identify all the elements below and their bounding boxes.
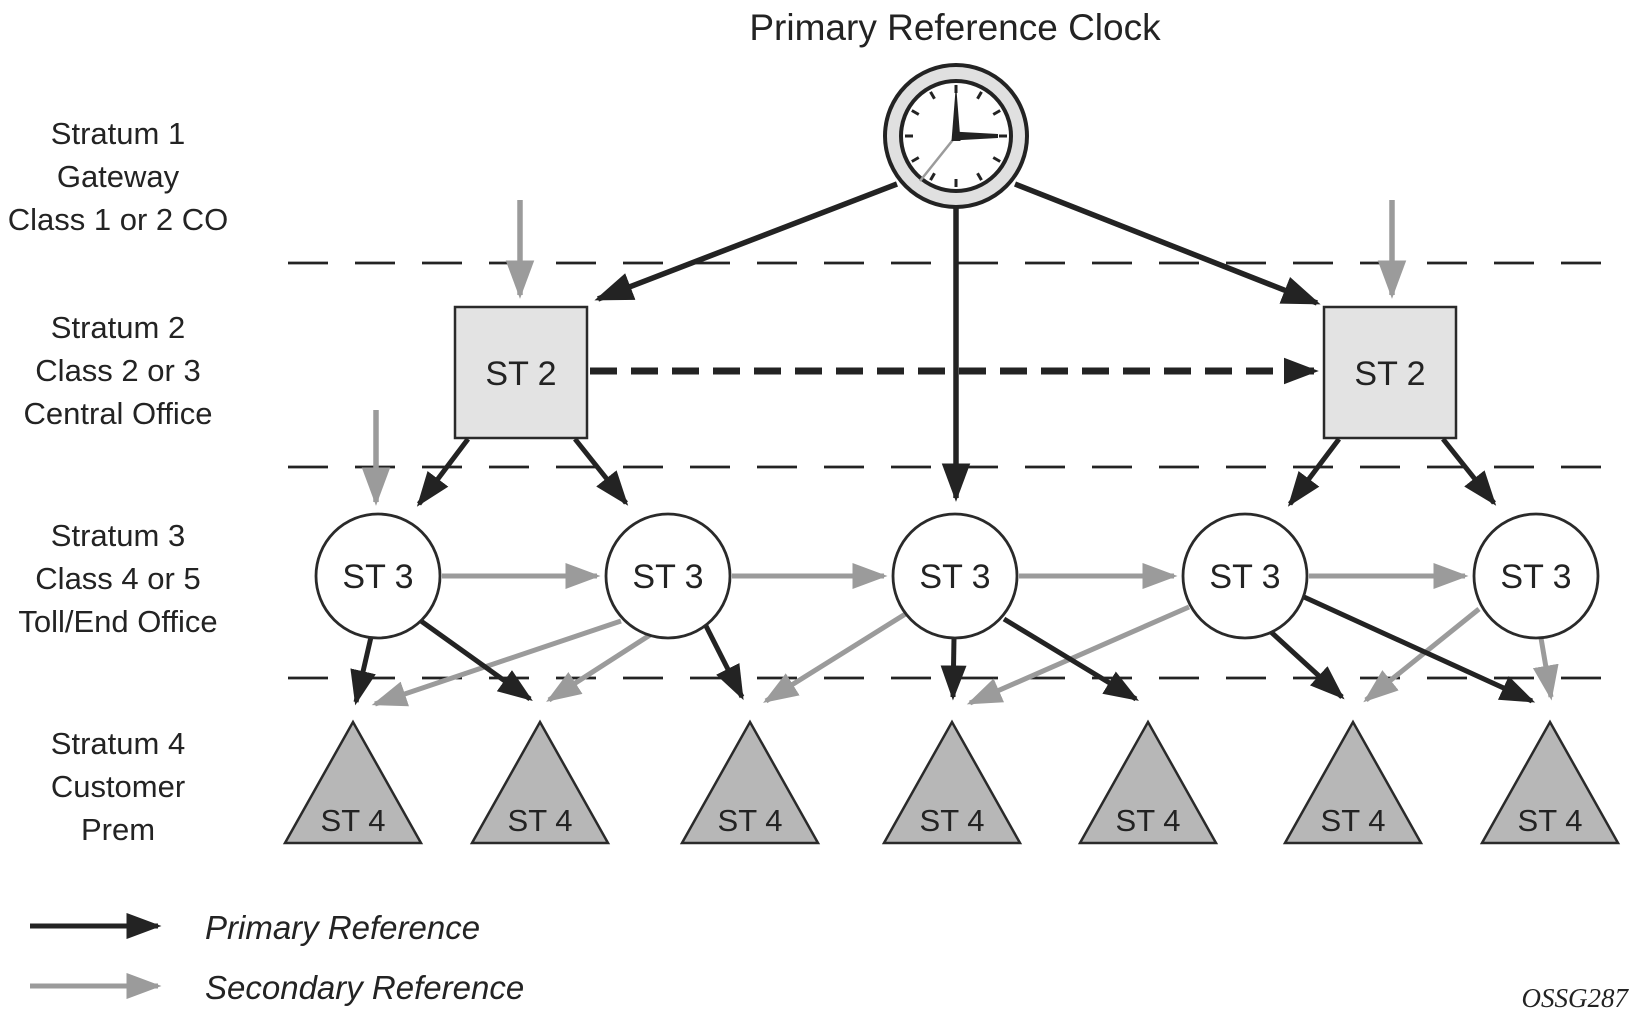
legend-secondary-label: Secondary Reference [205,969,524,1006]
legend: Primary Reference Secondary Reference [30,909,524,1006]
primary-arrow-st2L-to-st3-1 [416,437,470,507]
clock-second-hand [919,135,957,182]
stratum-2-line-2: Class 2 or 3 [35,353,200,388]
secondary-arrow-st3-3-to-st4-3 [763,610,909,704]
stratum-4-line-1: Stratum 4 [51,726,185,761]
clock-minute-hand [951,84,961,141]
st4-4-label: ST 4 [920,803,985,838]
stratum-1-line-3: Class 1 or 2 CO [8,202,229,237]
primary-arrow-st2R-to-st3-5 [1441,437,1497,506]
st3-node-1: ST 3 [314,512,442,640]
st4-6-triangle [1282,719,1424,845]
st3-1-circle [314,512,442,640]
stratum-4-line-3: Prem [81,812,155,847]
primary-arrow-st3-1-to-st4-1 [350,636,376,706]
st4-node-3: ST 4 [679,719,821,845]
stratum-3-label: Stratum 3 Class 4 or 5 Toll/End Office [18,518,217,639]
st4-5-label: ST 4 [1116,803,1181,838]
diagram-title: Primary Reference Clock [749,7,1161,48]
clock-ticks [905,85,1007,187]
stratum-2-line-3: Central Office [24,396,213,431]
st3-node-4: ST 3 [1181,512,1309,640]
st4-node-4: ST 4 [881,719,1023,845]
st2-right-box [1322,305,1458,440]
st2-node-left: ST 2 [453,305,589,440]
st4-5-triangle [1077,719,1219,845]
st4-2-triangle [469,719,611,845]
st4-7-label: ST 4 [1518,803,1583,838]
st3-node-2: ST 3 [604,512,732,640]
st3-3-circle [891,512,1019,640]
stratum-4-line-2: Customer [51,769,185,804]
st2-left-box [453,305,589,440]
st4-4-triangle [881,719,1023,845]
st4-node-5: ST 4 [1077,719,1219,845]
stratum-2-label: Stratum 2 Class 2 or 3 Central Office [24,310,213,431]
stratum-1-label: Stratum 1 Gateway Class 1 or 2 CO [8,116,229,237]
stratum-3-line-3: Toll/End Office [18,604,217,639]
st3-2-label: ST 3 [632,558,703,596]
primary-arrow-clock-to-st2-right [1013,181,1321,306]
secondary-arrow-st3-4-to-st4-4 [966,604,1191,706]
st4-1-triangle [282,719,424,845]
clock-icon [883,63,1029,209]
primary-arrow-st2R-to-st3-4 [1287,437,1341,507]
stratum-4-label: Stratum 4 Customer Prem [51,726,185,847]
stratum-3-line-1: Stratum 3 [51,518,185,553]
st2-left-label: ST 2 [485,355,556,393]
st3-5-label: ST 3 [1500,558,1571,596]
st3-node-3: ST 3 [891,512,1019,640]
secondary-arrow-st3-5-to-st4-7 [1532,637,1559,701]
st3-node-5: ST 3 [1472,512,1600,640]
st4-1-label: ST 4 [321,803,386,838]
clock-hour-hand [953,131,998,141]
primary-arrow-st3-3-to-st4-4 [940,637,967,701]
st3-4-label: ST 3 [1209,558,1280,596]
primary-arrow-st3-3-to-st4-5 [1002,616,1139,702]
primary-arrow-st3-2-to-st4-3 [702,622,745,701]
stratum-1-line-1: Stratum 1 [51,116,185,151]
secondary-arrow-st3-2-to-st4-2 [546,632,652,703]
st3-3-label: ST 3 [919,558,990,596]
primary-arrow-st3-4-to-st4-6 [1269,630,1345,700]
stratum-1-line-2: Gateway [57,159,180,194]
primary-arrow-st2L-to-st3-2 [573,437,629,506]
primary-arrow-st3-1-to-st4-2 [419,618,533,702]
primary-arrow-st3-4-to-st4-7 [1302,594,1536,704]
st4-3-triangle [679,719,821,845]
stratum-2-line-1: Stratum 2 [51,310,185,345]
legend-primary-label: Primary Reference [205,909,480,946]
st3-2-circle [604,512,732,640]
st4-3-label: ST 4 [718,803,783,838]
primary-arrow-clock-to-st2-left [594,181,898,302]
st4-node-6: ST 4 [1282,719,1424,845]
stratum-3-line-2: Class 4 or 5 [35,561,200,596]
st4-6-label: ST 4 [1321,803,1386,838]
st4-2-label: ST 4 [508,803,573,838]
st2-node-right: ST 2 [1322,305,1458,440]
secondary-arrow-st3-2-to-st4-1 [371,618,622,707]
figure-id-watermark: OSSG287 [1522,983,1630,1013]
st4-node-7: ST 4 [1479,719,1621,845]
st3-1-label: ST 3 [342,558,413,596]
clock-center-dot [952,132,960,140]
st4-7-triangle [1479,719,1621,845]
st4-node-1: ST 4 [282,719,424,845]
st3-4-circle [1181,512,1309,640]
st2-right-label: ST 2 [1354,355,1425,393]
st3-5-circle [1472,512,1600,640]
secondary-arrow-st3-5-to-st4-6 [1363,607,1481,703]
st4-node-2: ST 4 [469,719,611,845]
